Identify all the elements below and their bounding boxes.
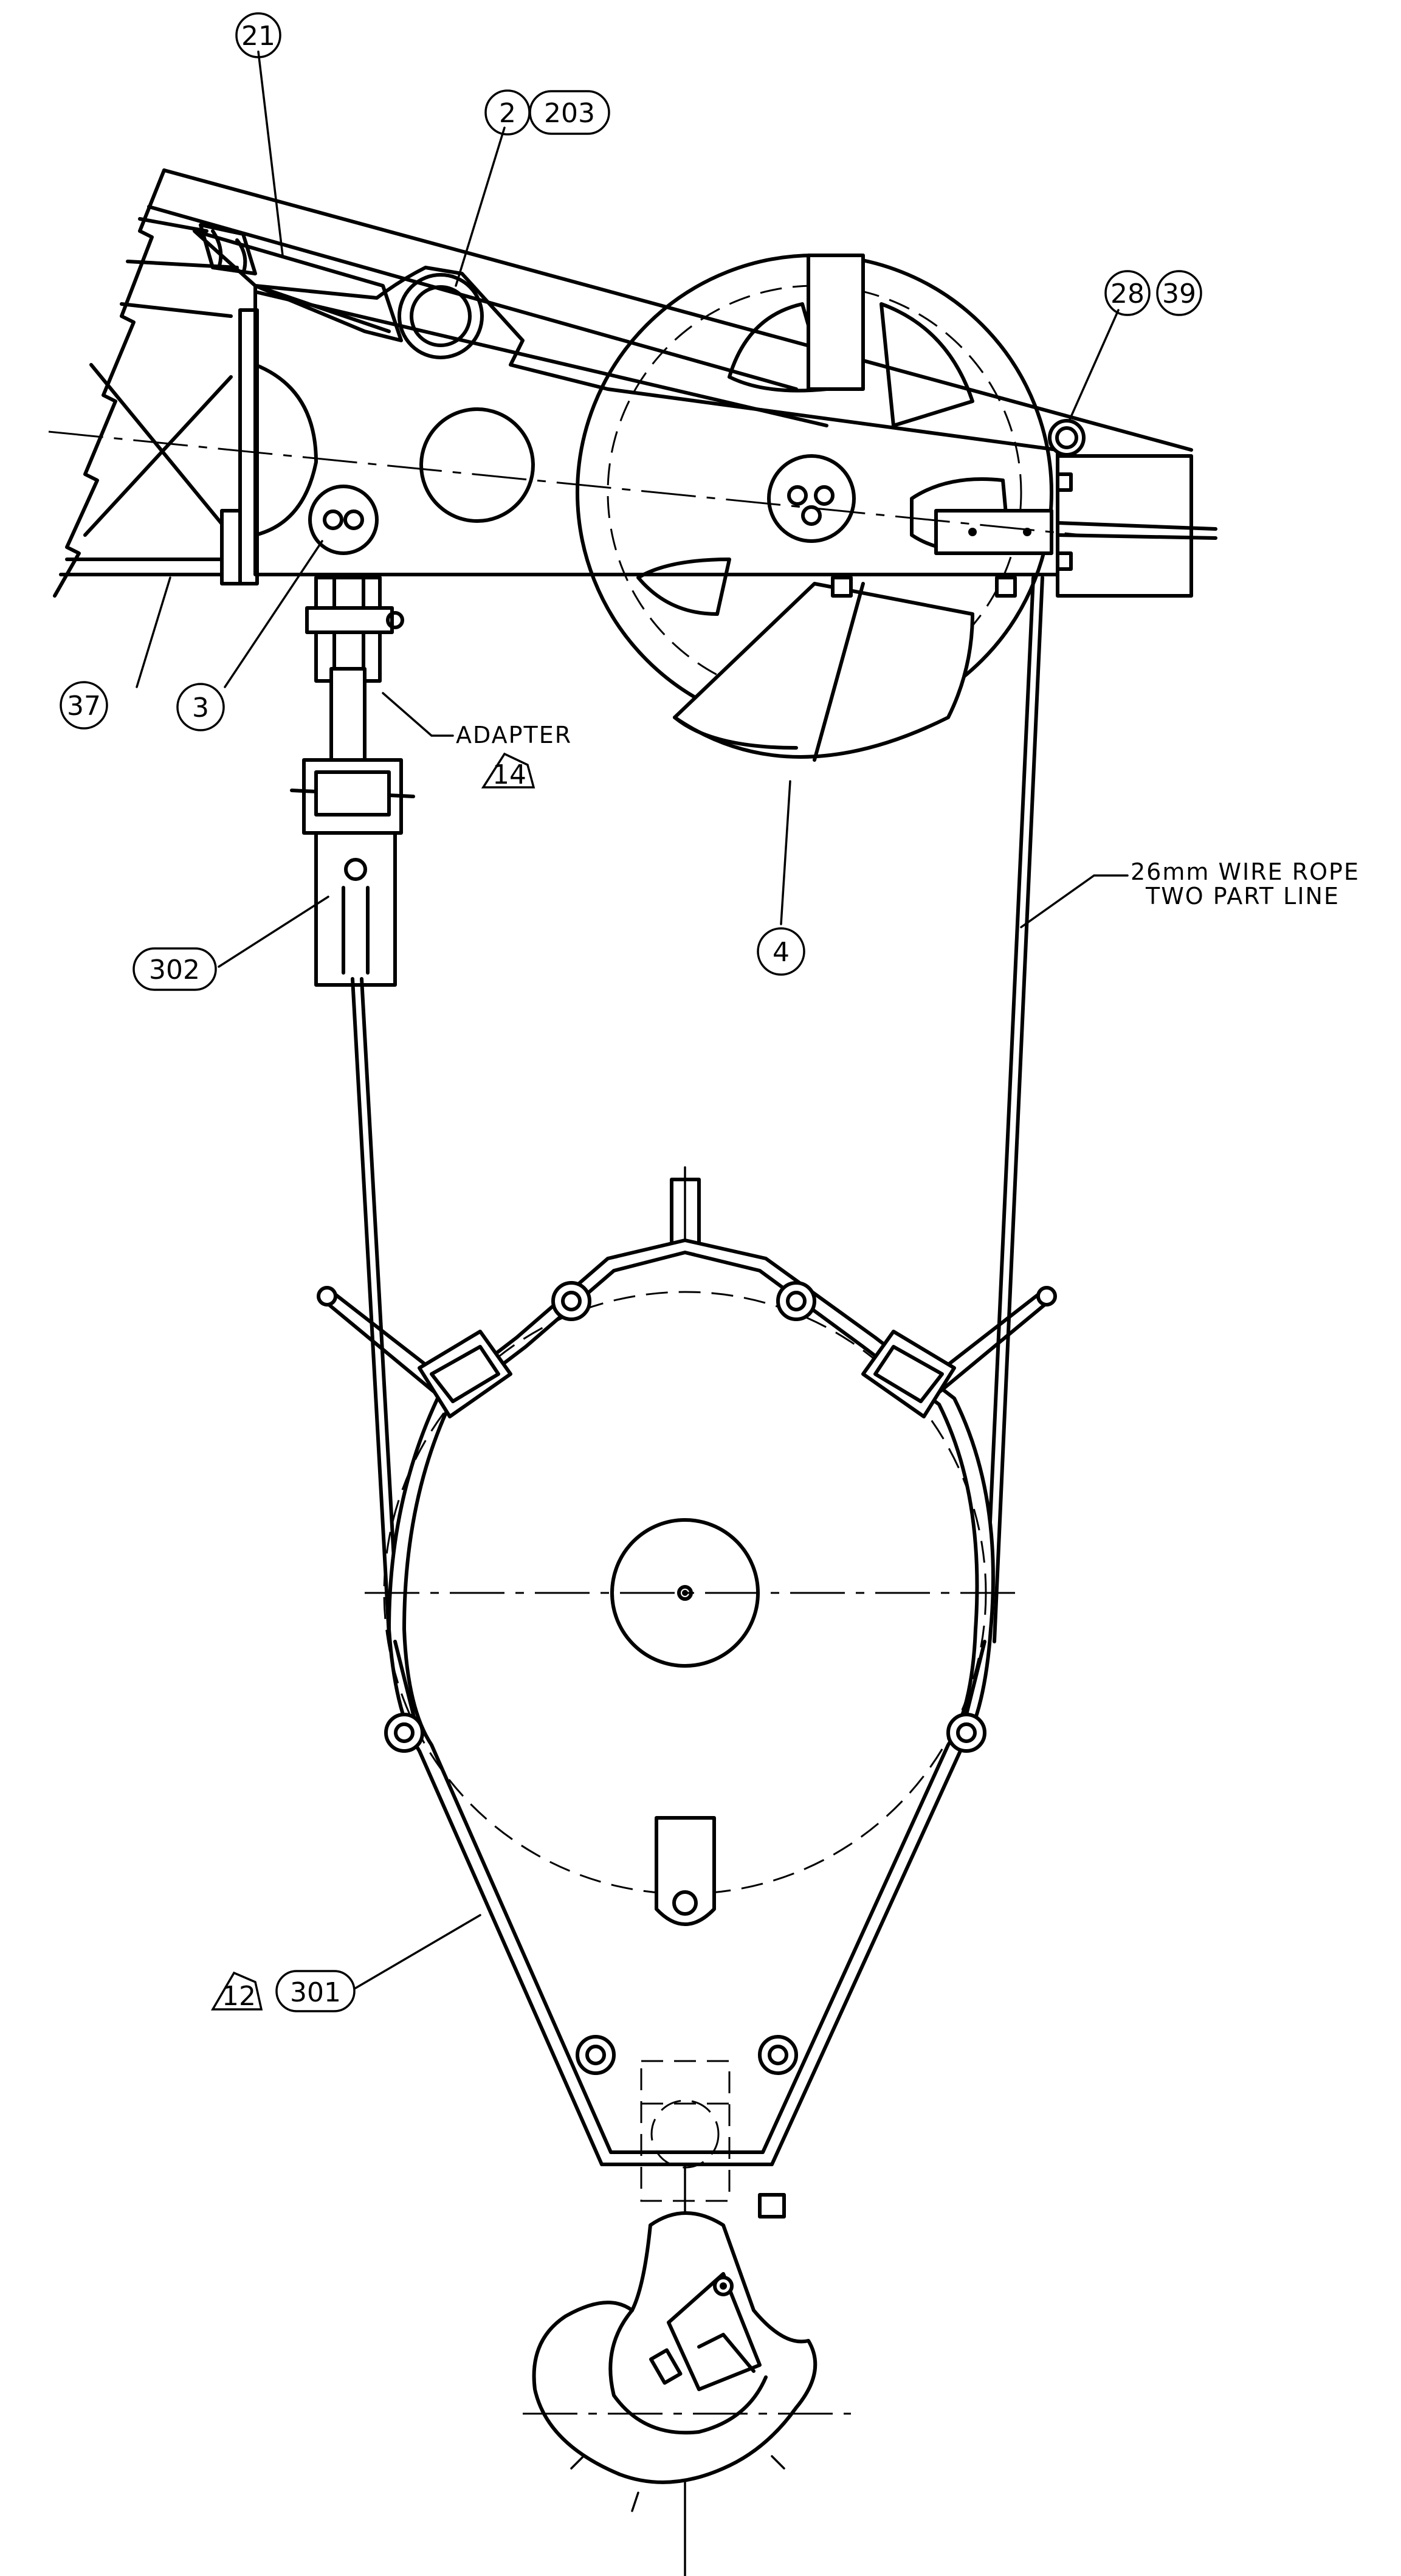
pin-2	[410, 285, 472, 347]
tie-down-arms	[317, 1286, 1057, 1418]
callout-302: 302	[133, 947, 217, 991]
callout-28-39: 28 39	[1104, 270, 1202, 316]
callout-4-text: 4	[773, 937, 790, 968]
wire-rope	[351, 576, 1044, 1643]
callout-302-text: 302	[149, 955, 200, 986]
adapter-note: ADAPTER 14	[456, 722, 572, 790]
callout-39-text: 39	[1162, 278, 1196, 309]
callout-12-301: 12 301	[210, 1970, 356, 2012]
callout-14-text: 14	[492, 759, 526, 790]
callout-301-text: 301	[290, 1977, 341, 2008]
rope-note-line2: TWO PART LINE	[1145, 883, 1340, 910]
callout-37-text: 37	[67, 691, 101, 722]
dead-end-assembly	[290, 576, 415, 987]
callout-21-text: 21	[241, 21, 275, 52]
adapter-label: ADAPTER	[456, 722, 572, 748]
callout-28-text: 28	[1110, 278, 1145, 309]
hook-block-301	[317, 1166, 1057, 2576]
hook	[523, 2211, 851, 2512]
callout-21: 21	[235, 12, 281, 58]
callout-2-203: 2 203	[484, 89, 610, 136]
wire-rope-note: 26mm WIRE ROPE TWO PART LINE	[1131, 858, 1360, 910]
rope-note-line1: 26mm WIRE ROPE	[1131, 858, 1360, 885]
callout-3: 3	[176, 683, 225, 731]
boom-head-plate	[193, 229, 1059, 576]
block-bolts	[384, 1281, 986, 2075]
callout-2-text: 2	[499, 98, 516, 129]
boom-lightening-hole	[419, 407, 535, 523]
callout-37: 37	[60, 681, 108, 730]
pin-3	[308, 485, 379, 555]
callout-3-text: 3	[192, 692, 209, 723]
callout-203-text: 203	[544, 98, 595, 129]
callout-4: 4	[757, 927, 805, 976]
head-sheave-4	[576, 254, 1217, 762]
boom-centerline	[48, 430, 1083, 536]
leader-lines	[136, 50, 1129, 1989]
callout-12-text: 12	[222, 1981, 256, 2012]
